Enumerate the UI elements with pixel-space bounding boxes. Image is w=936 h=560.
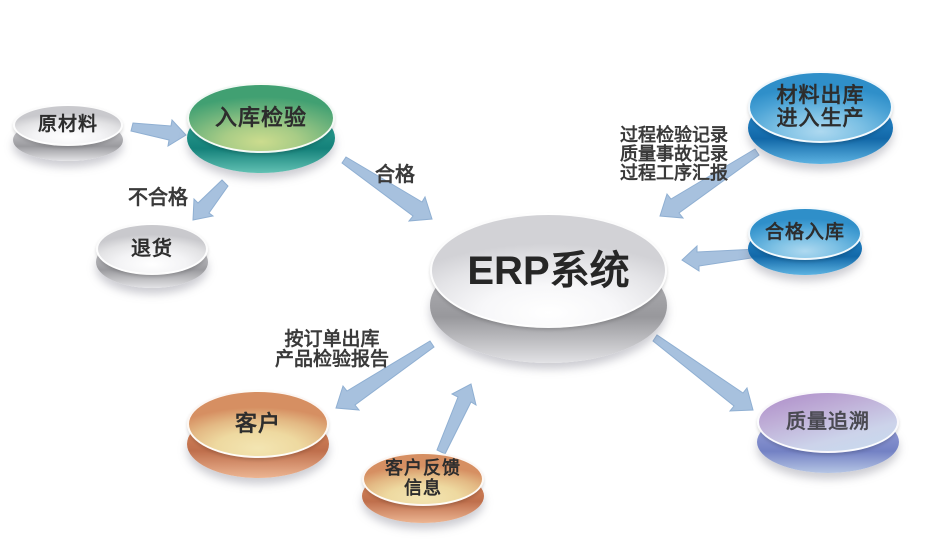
disc-top <box>748 71 893 143</box>
disc-top <box>757 391 899 453</box>
edge-label-line: 按订单出库 <box>284 329 380 350</box>
edge-label-qualified: 合格 <box>375 164 415 186</box>
node-label-line1: 材料出库 <box>776 83 865 107</box>
arrow-material-outbound-to-erp <box>659 148 760 219</box>
node-erp-system: ERP系统 <box>430 213 667 363</box>
node-label: 退货 <box>131 238 173 260</box>
edge-label-process-records: 过程检验记录 质量事故记录 过程工序汇报 <box>620 126 728 183</box>
node-quality-trace: 质量追溯 <box>757 391 899 473</box>
edge-label-unqualified: 不合格 <box>128 187 188 209</box>
node-label: 客户反馈 信息 <box>362 452 484 506</box>
node-customer: 客户 <box>187 390 329 478</box>
disc-top <box>187 390 329 458</box>
arrow-erp-to-quality-trace <box>652 334 754 412</box>
arrow-feedback-to-erp <box>436 383 477 455</box>
node-label: 入库检验 <box>214 104 307 130</box>
arrow-inspection-to-return <box>192 179 229 221</box>
disc-top <box>13 104 123 146</box>
disc-top <box>96 223 208 275</box>
arrow-raw-material-to-inspection <box>130 118 187 147</box>
node-label: ERP系统 <box>467 248 630 293</box>
node-raw-material: 原材料 <box>13 104 123 161</box>
node-label: 质量追溯 <box>786 411 870 433</box>
node-material-outbound: 材料出库 进入生产 <box>748 71 893 164</box>
arrow-qualified-storage-to-erp <box>681 244 759 272</box>
node-label-line1: 客户反馈 <box>385 458 461 479</box>
node-return-goods: 退货 <box>96 223 208 288</box>
node-incoming-inspection: 入库检验 <box>187 83 335 173</box>
edge-label-line: 产品检验报告 <box>274 349 389 370</box>
node-label: 原材料 <box>37 113 98 135</box>
node-label-line2: 信息 <box>404 478 442 498</box>
edge-label-line: 质量事故记录 <box>620 144 728 164</box>
edge-label-order-outbound: 按订单出库 产品检验报告 <box>272 330 392 370</box>
edge-label-line: 过程工序汇报 <box>620 163 728 183</box>
edge-label-line: 过程检验记录 <box>620 125 728 145</box>
node-label: 合格入库 <box>764 222 845 244</box>
node-label: 客户 <box>234 410 281 436</box>
node-label-line2: 进入生产 <box>776 107 865 130</box>
disc-top <box>362 452 484 506</box>
node-qualified-storage: 合格入库 <box>748 207 862 275</box>
disc-top <box>187 83 335 153</box>
disc-top <box>430 213 667 328</box>
disc-top <box>748 207 862 260</box>
arrow-inspection-to-erp <box>341 156 433 222</box>
node-label: 材料出库 进入生产 <box>748 71 893 143</box>
node-customer-feedback: 客户反馈 信息 <box>362 452 484 523</box>
arrow-erp-to-customer <box>335 340 435 411</box>
